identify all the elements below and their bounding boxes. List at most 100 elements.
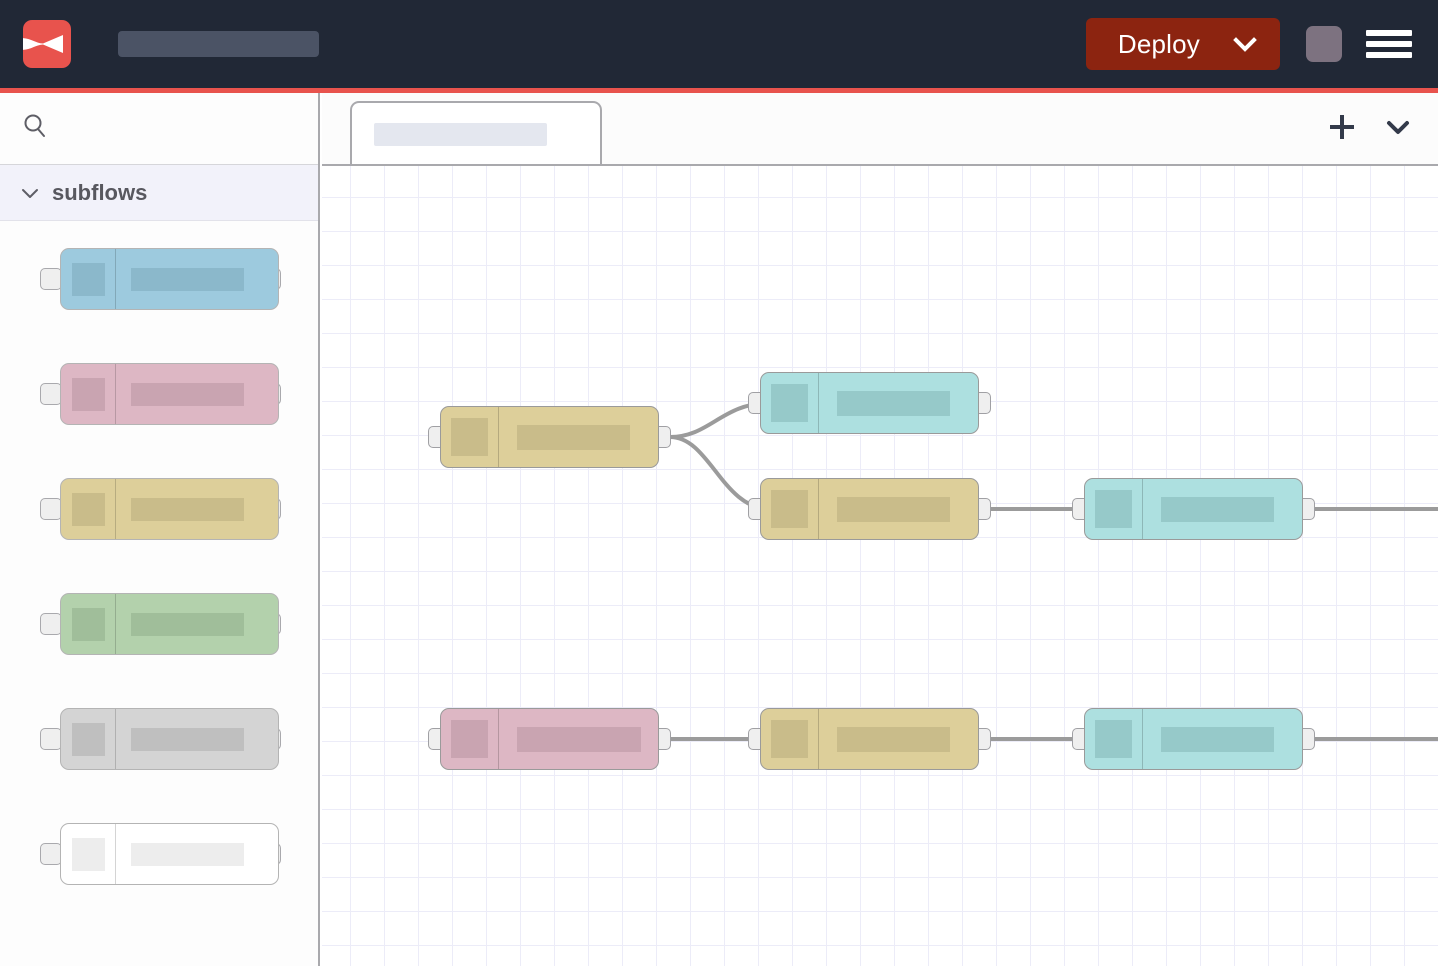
- node-label-cell: [819, 373, 978, 433]
- node-label-cell: [819, 709, 978, 769]
- node-icon-placeholder: [1095, 490, 1132, 528]
- node-label-cell: [499, 709, 658, 769]
- menu-bar-1: [1366, 30, 1412, 36]
- palette-node-3[interactable]: [60, 478, 279, 540]
- palette-node-icon-cell: [61, 594, 116, 654]
- palette-node-input-port[interactable]: [40, 268, 62, 290]
- flow-node-c[interactable]: [760, 478, 979, 540]
- palette-node-2[interactable]: [60, 363, 279, 425]
- flow-canvas[interactable]: [322, 164, 1438, 966]
- palette-node-label-placeholder: [131, 267, 244, 291]
- node-label-cell: [499, 407, 658, 467]
- node-label-cell: [1143, 709, 1302, 769]
- flow-node-e[interactable]: [440, 708, 659, 770]
- flow-workspace: [322, 93, 1438, 966]
- palette-node-label-cell: [116, 824, 278, 884]
- user-avatar[interactable]: [1306, 26, 1342, 62]
- palette-category-label: subflows: [52, 179, 148, 205]
- palette-node-icon-cell: [61, 249, 116, 309]
- node-icon-cell: [1085, 479, 1143, 539]
- node-label-placeholder: [837, 496, 950, 522]
- node-icon-placeholder: [451, 418, 488, 456]
- node-red-logo-icon[interactable]: [23, 20, 71, 68]
- flow-node-g[interactable]: [1084, 708, 1303, 770]
- palette-node-label-cell: [116, 594, 278, 654]
- palette-node-icon-placeholder: [71, 262, 105, 296]
- flow-tab-bar: [322, 93, 1438, 166]
- palette-node-label-cell: [116, 479, 278, 539]
- palette-node-label-placeholder: [131, 727, 244, 751]
- node-icon-placeholder: [771, 720, 808, 758]
- palette-node-icon-placeholder: [71, 492, 105, 526]
- node-icon-cell: [761, 709, 819, 769]
- palette-search-row[interactable]: [0, 93, 318, 165]
- node-label-placeholder: [837, 390, 950, 416]
- header-search-placeholder[interactable]: [118, 31, 319, 57]
- deploy-button-label: Deploy: [1117, 28, 1200, 59]
- palette-node-label-cell: [116, 249, 278, 309]
- node-icon-cell: [1085, 709, 1143, 769]
- palette-item: [0, 708, 318, 823]
- node-label-placeholder: [1161, 726, 1274, 752]
- palette-node-6[interactable]: [60, 823, 279, 885]
- flow-node-f[interactable]: [760, 708, 979, 770]
- palette-node-label-placeholder: [131, 382, 244, 406]
- palette-node-label-placeholder: [131, 497, 244, 521]
- palette-node-list: [0, 221, 318, 938]
- palette-node-1[interactable]: [60, 248, 279, 310]
- node-label-placeholder: [1161, 496, 1274, 522]
- palette-node-input-port[interactable]: [40, 843, 62, 865]
- palette-item: [0, 478, 318, 593]
- palette-category-subflows[interactable]: subflows: [0, 165, 318, 221]
- palette-node-icon-placeholder: [71, 377, 105, 411]
- chevron-down-icon[interactable]: [14, 186, 46, 200]
- deploy-button[interactable]: Deploy: [1085, 18, 1280, 70]
- node-label-placeholder: [517, 726, 641, 752]
- palette-node-icon-cell: [61, 479, 116, 539]
- palette-node-label-placeholder: [131, 612, 244, 636]
- node-icon-placeholder: [771, 490, 808, 528]
- node-icon-placeholder: [451, 720, 488, 758]
- menu-bar-3: [1366, 52, 1412, 58]
- palette-node-label-cell: [116, 364, 278, 424]
- palette-item: [0, 823, 318, 938]
- palette-node-icon-placeholder: [71, 607, 105, 641]
- palette-node-icon-cell: [61, 824, 116, 884]
- palette-node-input-port[interactable]: [40, 728, 62, 750]
- app-header: Deploy: [0, 0, 1438, 88]
- node-label-cell: [1143, 479, 1302, 539]
- flow-node-b[interactable]: [760, 372, 979, 434]
- flow-tab-active[interactable]: [350, 101, 602, 166]
- node-label-placeholder: [517, 424, 630, 450]
- search-icon[interactable]: [20, 111, 50, 146]
- node-label-cell: [819, 479, 978, 539]
- palette-node-input-port[interactable]: [40, 613, 62, 635]
- menu-bar-2: [1366, 41, 1412, 47]
- palette-item: [0, 593, 318, 708]
- palette-item: [0, 248, 318, 363]
- node-icon-cell: [761, 479, 819, 539]
- node-icon-placeholder: [1095, 720, 1132, 758]
- wire-layer: [669, 401, 1438, 741]
- node-icon-cell: [441, 709, 499, 769]
- palette-node-5[interactable]: [60, 708, 279, 770]
- palette-sidebar: subflows: [0, 93, 320, 966]
- palette-node-label-placeholder: [131, 842, 244, 866]
- chevron-down-icon[interactable]: [1380, 109, 1416, 145]
- node-icon-placeholder: [771, 384, 808, 422]
- hamburger-menu-icon[interactable]: [1366, 26, 1412, 62]
- header-accent-stripe: [0, 88, 1438, 93]
- plus-icon[interactable]: [1324, 109, 1360, 145]
- palette-node-icon-cell: [61, 364, 116, 424]
- palette-node-input-port[interactable]: [40, 498, 62, 520]
- palette-node-icon-cell: [61, 709, 116, 769]
- palette-node-input-port[interactable]: [40, 383, 62, 405]
- flow-node-d[interactable]: [1084, 478, 1303, 540]
- node-icon-cell: [441, 407, 499, 467]
- flow-node-a[interactable]: [440, 406, 659, 468]
- node-label-placeholder: [837, 726, 950, 752]
- chevron-down-icon[interactable]: [1230, 34, 1260, 54]
- palette-node-icon-placeholder: [71, 837, 105, 871]
- palette-node-4[interactable]: [60, 593, 279, 655]
